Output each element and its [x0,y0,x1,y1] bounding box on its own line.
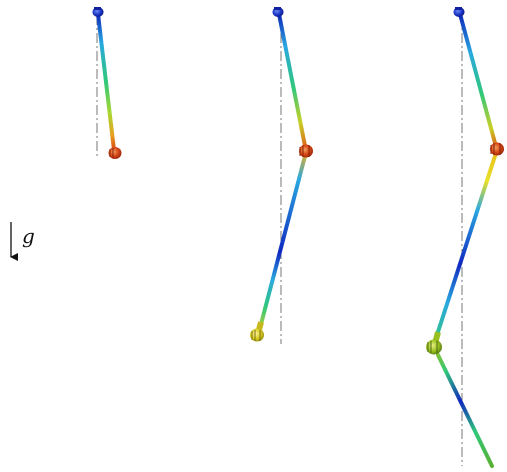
pendulum-rod-lower [436,353,494,468]
upper-middle-joint [490,142,504,156]
pivot-joint [453,7,465,17]
pendulum-rod [96,12,116,152]
gravity-indicator: g [10,222,35,261]
tip-mass [108,147,122,159]
pendulum-rod-upper [458,12,497,145]
pendulum-single [92,7,122,159]
pendulum-double [250,7,313,344]
pendulum-rod-middle [434,154,497,340]
pivot-joint [92,7,104,17]
middle-joint [299,144,313,158]
pivot-joint [272,7,284,17]
pendulum-rod-lower [258,154,307,330]
pendulum-rod-upper [277,12,307,148]
lower-middle-joint [426,331,442,355]
tip-mass [250,321,264,342]
gravity-label: g [22,224,35,248]
pendulum-triple [426,7,504,468]
